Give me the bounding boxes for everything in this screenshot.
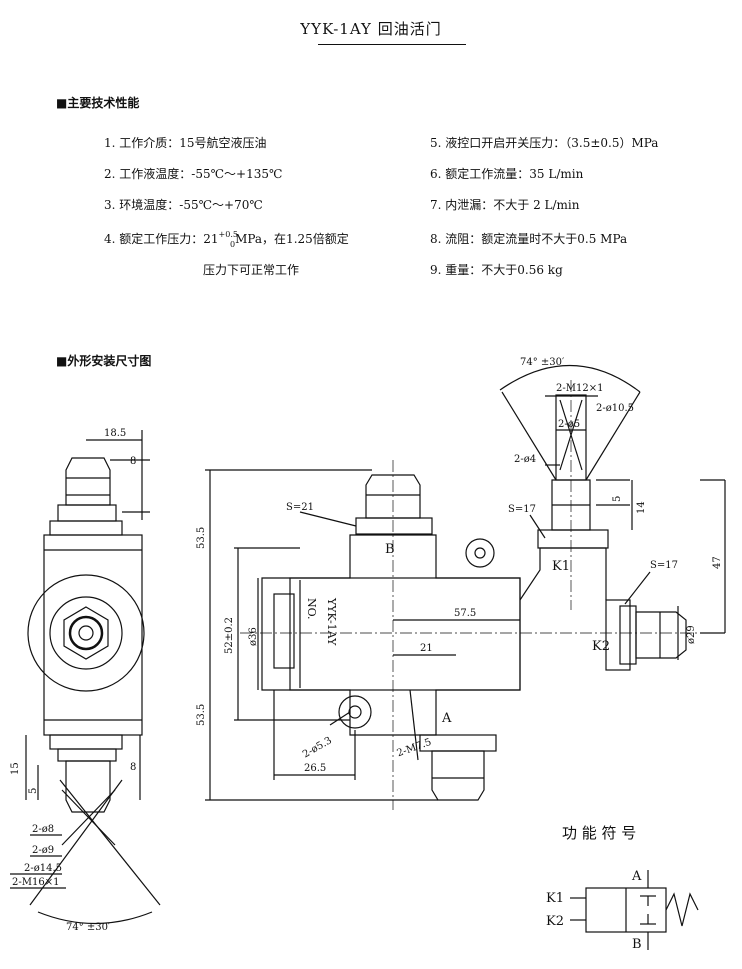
dim-phi-29: ø29 bbox=[686, 625, 697, 644]
spec-4-tolerance-lower: 0 bbox=[229, 240, 236, 249]
spec-4-suffix: MPa，在1.25倍额定 bbox=[235, 232, 349, 246]
symbol-b-label: B bbox=[632, 937, 642, 952]
dim-phi-14-5: 2-ø14.5 bbox=[24, 863, 62, 874]
spec-item-8: 8. 流阻：额定流量时不大于0.5 MPa bbox=[430, 232, 628, 246]
drawing-heading: ■外形安装尺寸图 bbox=[56, 354, 152, 368]
title-underline bbox=[318, 44, 466, 45]
function-symbol-title: 功 能 符 号 bbox=[562, 824, 636, 842]
dim-m16: 2-M16×1 bbox=[12, 877, 59, 888]
dim-53-5-top: 53.5 bbox=[196, 527, 207, 549]
dim-s17-k2: S=17 bbox=[650, 560, 678, 571]
dim-s21: S=21 bbox=[286, 502, 314, 513]
dim-8-bottom: 8 bbox=[130, 762, 136, 773]
nameplate-model: YYK-1AY bbox=[325, 597, 338, 646]
dim-57-5: 57.5 bbox=[454, 608, 476, 619]
spec-item-1: 1. 工作介质：15号航空液压油 bbox=[104, 136, 267, 150]
port-k2-label: K2 bbox=[592, 639, 610, 654]
spec-item-5: 5. 液控口开启开关压力：（3.5±0.5）MPa bbox=[430, 136, 659, 150]
dim-phi-5: 2-ø5 bbox=[558, 419, 580, 430]
dim-angle-left: 74° ±30′ bbox=[66, 922, 111, 933]
dim-phi-36: ø36 bbox=[248, 627, 259, 646]
dim-15: 15 bbox=[10, 762, 21, 775]
dim-phi-5-3: 2-ø5.3 bbox=[301, 735, 334, 760]
dim-5-left: 5 bbox=[28, 788, 39, 794]
spec-item-2: 2. 工作液温度：-55℃～+135℃ bbox=[104, 167, 283, 181]
dim-phi-9: 2-ø9 bbox=[32, 845, 54, 856]
dim-8-top: 8 bbox=[130, 456, 136, 467]
dim-47: 47 bbox=[712, 556, 723, 569]
dim-26-5: 26.5 bbox=[304, 763, 326, 774]
dim-m12: 2-M12×1 bbox=[556, 383, 603, 394]
dim-angle-right: 74° ±30′ bbox=[520, 357, 565, 368]
function-symbol bbox=[570, 870, 699, 950]
nameplate-no: NO. bbox=[305, 598, 318, 620]
side-view bbox=[10, 430, 161, 925]
dim-m7-5: 2-M7.5 bbox=[395, 737, 432, 760]
port-a-label: A bbox=[441, 711, 452, 726]
spec-item-6: 6. 额定工作流量：35 L/min bbox=[430, 167, 584, 181]
page-title: YYK-1AY 回油活门 bbox=[300, 20, 442, 38]
dim-phi-10-5: 2-ø10.5 bbox=[596, 403, 634, 414]
spec-item-7: 7. 内泄漏：不大于 2 L/min bbox=[430, 198, 580, 212]
spec-item-3: 3. 环境温度：-55℃～+70℃ bbox=[104, 198, 263, 212]
dim-phi-4: 2-ø4 bbox=[514, 454, 536, 465]
spec-4-tolerance-upper: +0.5 bbox=[218, 230, 238, 239]
specs-heading: ■主要技术性能 bbox=[56, 96, 140, 110]
dim-52: 52±0.2 bbox=[224, 617, 235, 654]
spec-item-4: 4. 额定工作压力：21+0.50MPa，在1.25倍额定 bbox=[104, 230, 349, 249]
front-view bbox=[205, 364, 726, 810]
dim-phi-8: 2-ø8 bbox=[32, 824, 54, 835]
dim-18-5: 18.5 bbox=[104, 428, 126, 439]
dim-s17-k1: S=17 bbox=[508, 504, 536, 515]
dim-53-5-bottom: 53.5 bbox=[196, 704, 207, 726]
symbol-k2-label: K2 bbox=[546, 914, 564, 929]
port-k1-label: K1 bbox=[552, 559, 570, 574]
spec-4-prefix: 4. 额定工作压力：21 bbox=[104, 232, 219, 246]
dim-21: 21 bbox=[420, 643, 433, 654]
dim-5-right: 5 bbox=[612, 496, 623, 502]
port-b-label: B bbox=[385, 542, 395, 557]
symbol-k1-label: K1 bbox=[546, 891, 564, 906]
dim-14: 14 bbox=[636, 501, 647, 514]
spec-item-9: 9. 重量：不大于0.56 kg bbox=[430, 263, 563, 277]
spec-item-4-line2: 压力下可正常工作 bbox=[203, 263, 300, 277]
symbol-a-label: A bbox=[631, 869, 642, 884]
